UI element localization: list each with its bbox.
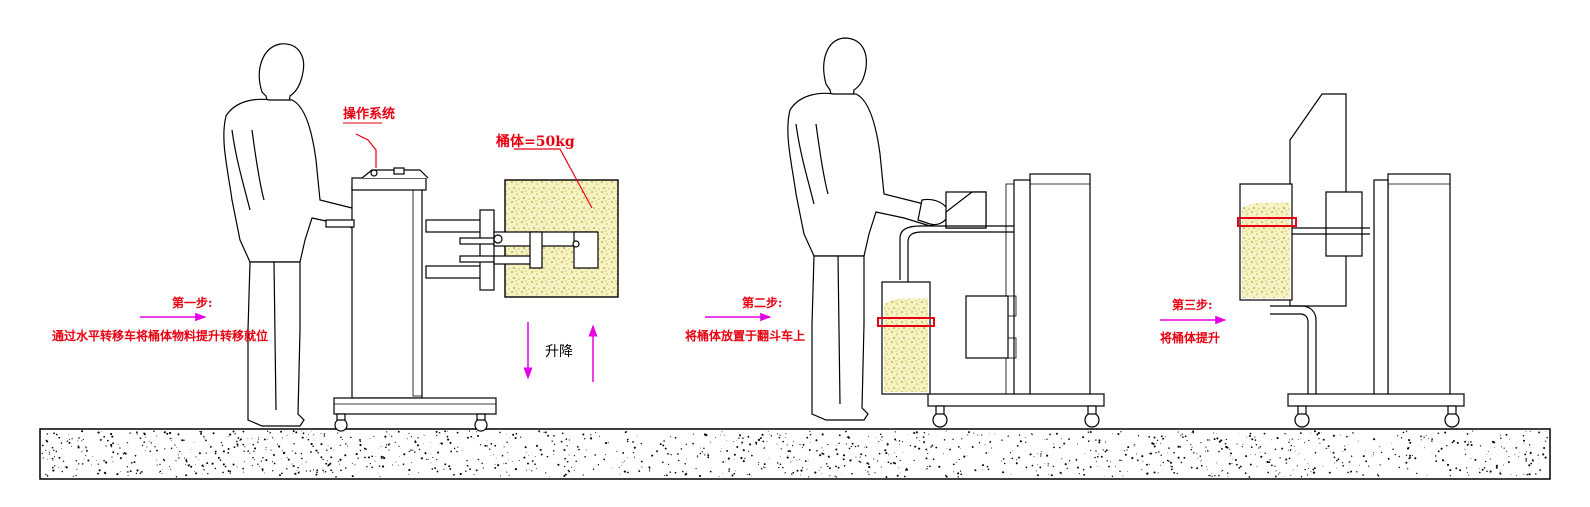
step1-description: 通过水平转移车将桶体物料提升转移就位 xyxy=(52,328,268,343)
barrel-step3 xyxy=(1237,183,1297,301)
operation-system-label: 操作系统 xyxy=(343,106,395,122)
operator-figure-2 xyxy=(787,37,949,421)
step2-description: 将桶体放置于翻斗车上 xyxy=(685,328,805,343)
step1-title: 第一步: xyxy=(172,295,212,310)
tipper-step3 xyxy=(1259,93,1465,428)
step3-description: 将桶体提升 xyxy=(1160,330,1220,345)
lift-label: 升降 xyxy=(545,344,573,360)
barrel-step1 xyxy=(493,148,619,298)
step2-title: 第二步: xyxy=(742,295,782,310)
barrel-weight-label: 桶体=50kg xyxy=(496,133,575,150)
lift-arrows xyxy=(523,322,598,382)
transfer-cart xyxy=(325,133,497,432)
barrel-step2 xyxy=(877,281,935,395)
tipper-step2 xyxy=(899,173,1105,428)
step3-title: 第三步: xyxy=(1172,297,1212,312)
floor-slab xyxy=(39,428,1551,480)
